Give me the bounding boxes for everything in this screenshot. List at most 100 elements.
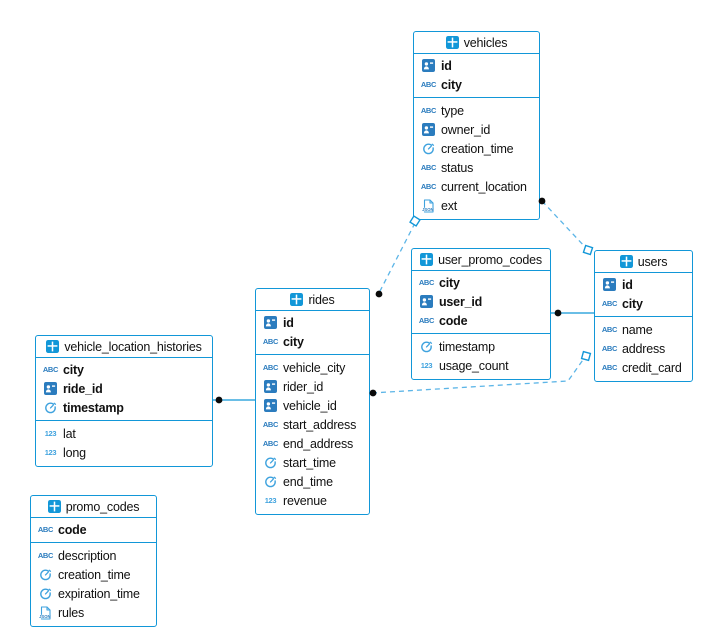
primary-field-name: city: [63, 362, 84, 377]
field-row[interactable]: timestamp: [412, 337, 550, 356]
table-header[interactable]: users: [595, 251, 692, 273]
text-type-icon: ABC: [418, 277, 435, 287]
field-row[interactable]: expiration_time: [31, 584, 156, 603]
field-row[interactable]: vehicle_id: [256, 396, 369, 415]
primary-field-name: city: [439, 275, 460, 290]
text-type-icon: ABC: [262, 438, 279, 448]
table-title: users: [637, 254, 668, 269]
field-row[interactable]: timestamp: [36, 398, 212, 417]
text-type-icon: ABC: [262, 336, 279, 346]
table-icon: [290, 293, 304, 306]
field-name: address: [622, 341, 666, 356]
relation-endpoint-dot: [375, 290, 383, 298]
table-icon: [46, 340, 60, 353]
field-row[interactable]: creation_time: [31, 565, 156, 584]
field-name: rider_id: [283, 379, 324, 394]
timestamp-type-icon: [420, 142, 437, 155]
primary-field-name: city: [622, 296, 643, 311]
table-icon: [619, 255, 633, 268]
field-name: credit_card: [622, 360, 682, 375]
field-row[interactable]: end_time: [256, 472, 369, 491]
field-row[interactable]: id: [414, 56, 539, 75]
primary-field-name: id: [622, 277, 633, 292]
primary-field-name: id: [441, 58, 452, 73]
relation-endpoint-square: [580, 350, 592, 362]
field-name: type: [441, 103, 464, 118]
field-name: start_time: [283, 455, 336, 470]
relation-vehicles-users: [541, 200, 587, 249]
field-row[interactable]: owner_id: [414, 120, 539, 139]
field-name: creation_time: [441, 141, 514, 156]
id-badge-icon: [601, 278, 618, 291]
text-type-icon: ABC: [262, 362, 279, 372]
primary-field-name: id: [283, 315, 294, 330]
field-name: name: [622, 322, 653, 337]
field-row[interactable]: id: [256, 313, 369, 332]
field-row[interactable]: ABC name: [595, 320, 692, 339]
text-type-icon: ABC: [418, 315, 435, 325]
text-type-icon: ABC: [420, 79, 437, 89]
table-header[interactable]: promo_codes: [31, 496, 156, 518]
table-header[interactable]: user_promo_codes: [412, 249, 550, 271]
field-row[interactable]: ABC city: [412, 273, 550, 292]
number-type-icon: 123: [264, 495, 277, 505]
field-name: timestamp: [439, 339, 495, 354]
field-name: owner_id: [441, 122, 491, 137]
field-row[interactable]: creation_time: [414, 139, 539, 158]
table-header[interactable]: vehicles: [414, 32, 539, 54]
field-name: ext: [441, 198, 458, 213]
field-row[interactable]: rider_id: [256, 377, 369, 396]
text-type-icon: ABC: [601, 324, 618, 334]
field-name: description: [58, 548, 117, 563]
relation-endpoint-dot: [554, 309, 562, 317]
field-row[interactable]: start_time: [256, 453, 369, 472]
id-badge-icon: [420, 123, 437, 136]
table-header[interactable]: rides: [256, 289, 369, 311]
field-row[interactable]: user_id: [412, 292, 550, 311]
text-type-icon: ABC: [37, 550, 54, 560]
field-row[interactable]: id: [595, 275, 692, 294]
number-type-icon: 123: [44, 428, 57, 438]
text-type-icon: ABC: [420, 162, 437, 172]
field-row[interactable]: ride_id: [36, 379, 212, 398]
relation-vehicles-rides: [378, 222, 416, 294]
table-header[interactable]: vehicle_location_histories: [36, 336, 212, 358]
timestamp-type-icon: [418, 340, 435, 353]
number-type-icon: 123: [44, 447, 57, 457]
field-row[interactable]: ABC description: [31, 546, 156, 565]
